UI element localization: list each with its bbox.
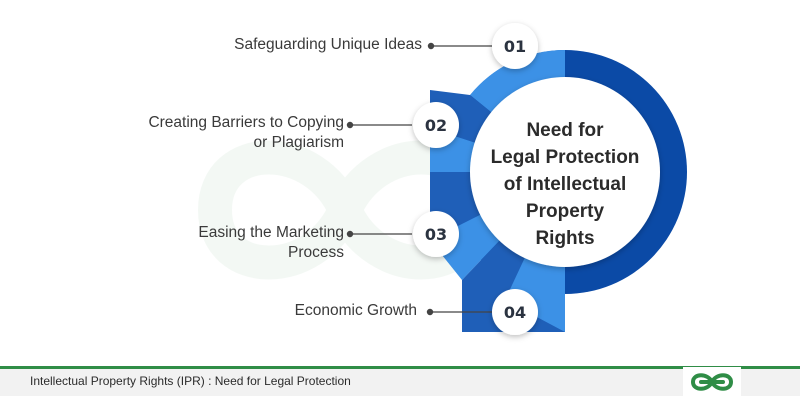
item-label-02: Creating Barriers to Copying or Plagiari… — [148, 114, 344, 151]
badge-04: 04 — [492, 289, 538, 335]
badge-03: 03 — [413, 211, 459, 257]
item-label-04: Economic Growth — [294, 302, 417, 319]
badge-01: 01 — [492, 23, 538, 69]
badge-number-04: 04 — [504, 303, 526, 322]
item-label-01: Safeguarding Unique Ideas — [234, 36, 422, 53]
center-title: Need for Legal Protection of Intellectua… — [490, 120, 640, 249]
gfg-logo-icon[interactable] — [683, 367, 741, 397]
footer-bar: Intellectual Property Rights (IPR) : Nee… — [0, 366, 800, 397]
badge-number-03: 03 — [425, 225, 447, 244]
badge-02: 02 — [413, 102, 459, 148]
badge-number-02: 02 — [425, 116, 447, 135]
badge-number-01: 01 — [504, 37, 526, 56]
center-circle — [470, 77, 660, 267]
footer-caption: Intellectual Property Rights (IPR) : Nee… — [30, 374, 351, 388]
item-label-03: Easing the Marketing Process — [198, 224, 344, 261]
